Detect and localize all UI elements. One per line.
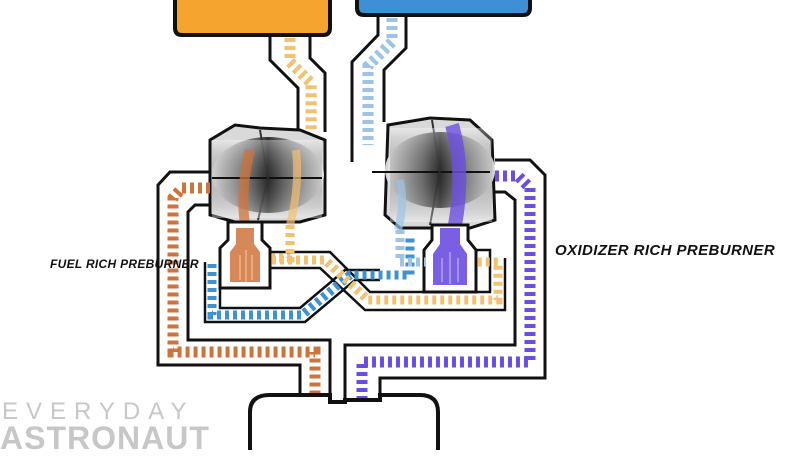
crossover-lines <box>203 225 507 324</box>
main-combustion-chamber <box>248 393 440 450</box>
oxidizer-turbopump <box>372 116 497 232</box>
fuel-turbopump <box>208 123 327 226</box>
oxidizer-rich-preburner-label: OXIDIZER RICH PREBURNER <box>555 242 776 259</box>
watermark-line-1: EVERYDAY <box>2 398 195 425</box>
oxidizer-feed-line <box>350 15 408 162</box>
fuel-tank <box>173 0 332 37</box>
oxidizer-rich-preburner <box>422 223 478 294</box>
fuel-rich-preburner-label: FUEL RICH PREBURNER <box>50 257 199 271</box>
oxidizer-tank <box>355 0 532 17</box>
oxidizer-rich-gas-loop <box>343 158 547 400</box>
fuel-rich-gas-loop <box>156 170 332 395</box>
fuel-rich-preburner <box>218 220 272 290</box>
fuel-feed-line <box>268 35 327 132</box>
watermark-line-2: ASTRONAUT <box>0 420 210 456</box>
